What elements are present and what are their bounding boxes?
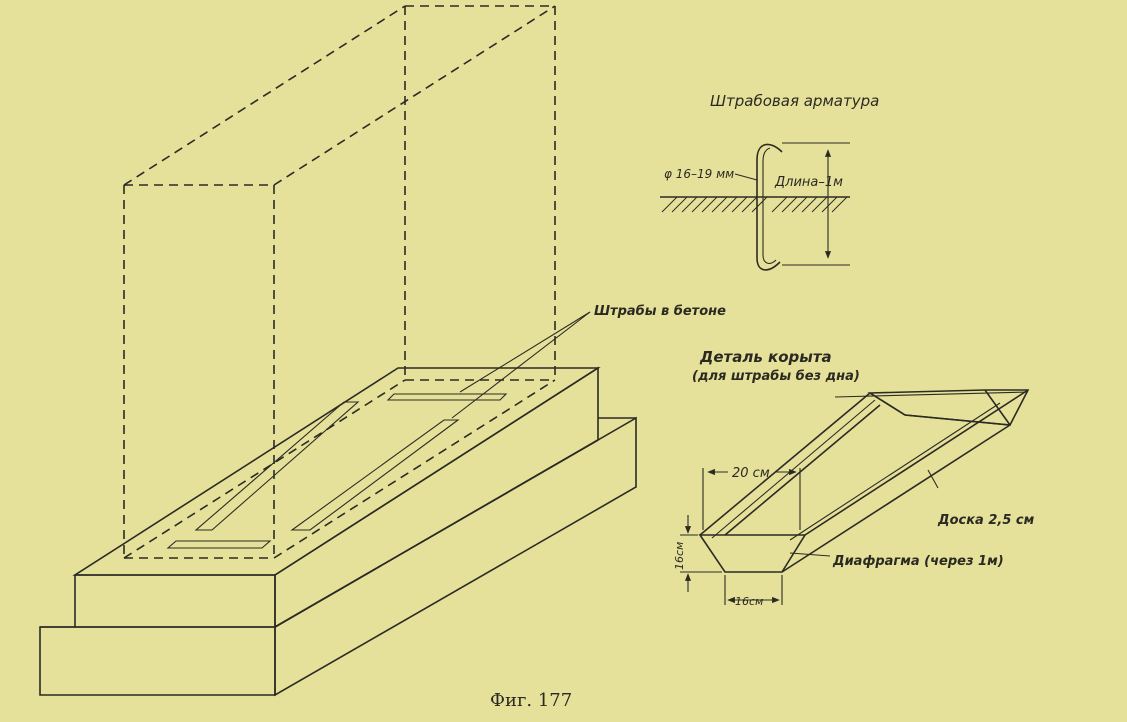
upper-step-top [72,367,601,576]
upper-step-side [274,366,599,629]
chase-slot [386,393,508,401]
rebar-detail [660,142,850,271]
lower-slab-front [39,626,276,696]
concrete-chases [166,311,591,549]
width-top-label: 20 см [732,466,770,481]
figure-caption: Фиг. 177 [490,690,572,711]
rebar-title-label: Штрабовая арматура [710,92,879,110]
chase-slot [194,401,360,531]
trough-detail [680,389,1030,605]
chases-label: Штрабы в бетоне [594,304,726,319]
chase-slot [290,419,460,531]
diameter-label: φ 16–19 мм [664,167,734,181]
board-label: Доска 2,5 см [937,513,1035,528]
length-label: Длина–1м [774,175,843,190]
chase-slot [166,540,272,549]
width-bottom-label: 16см [735,595,763,608]
trough-title-label: Деталь корыта [699,348,832,366]
trough-note-label: (для штрабы без дна) [692,369,860,384]
wall-outline-dashed [123,5,556,559]
diaphragm-label: Диафрагма (через 1м) [832,554,1004,569]
foundation-footing [39,366,637,697]
upper-step-front [74,574,276,628]
depth-label: 16см [673,542,686,570]
